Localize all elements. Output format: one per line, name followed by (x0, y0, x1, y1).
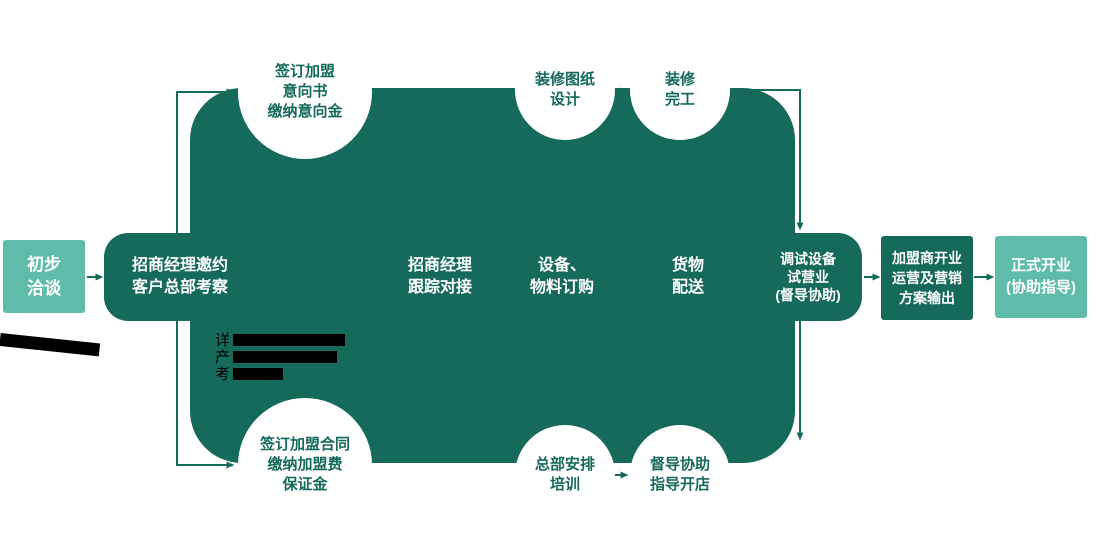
redaction-bar (233, 333, 346, 346)
step-line: 配送 (671, 279, 705, 296)
circle-line: 签订加盟 (274, 63, 335, 80)
end-box-line: 加盟商开业 (892, 250, 962, 266)
circle-line: 装修 (664, 71, 695, 88)
end-box-line: 方案输出 (899, 290, 955, 306)
end-box-line: 运营及营销 (892, 270, 962, 286)
end-box-official-opening: 正式开业 (协助指导) (995, 236, 1087, 318)
step-delivery-label: 货物 配送 (672, 255, 704, 299)
step-line: 设备、 (537, 257, 587, 274)
circle-line: 完工 (664, 91, 695, 108)
step-line: 调试设备 (779, 251, 836, 267)
circle-line: 培训 (549, 476, 580, 493)
redaction-bar (233, 350, 338, 363)
circle-line: 装修图纸 (534, 71, 595, 88)
redacted-note: 详 产 考 (215, 331, 346, 383)
circle-line: 签订加盟合同 (259, 436, 350, 453)
circle-design: 装修图纸 设计 (515, 40, 615, 140)
note-char: 产 (215, 349, 231, 366)
redaction-blob (0, 333, 101, 357)
note-char: 考 (215, 366, 231, 383)
step-follow-label: 招商经理 跟踪对接 (408, 255, 472, 299)
redacted-note-row: 详 (215, 331, 346, 349)
end-box-line: 正式开业 (1010, 257, 1071, 274)
start-box-initial-talk: 初步 洽谈 (3, 240, 85, 313)
circle-line: 缴纳意向金 (267, 103, 343, 120)
step-line: 招商经理 (407, 257, 473, 274)
circle-line: 保证金 (282, 476, 328, 493)
circle-sign-intent: 签订加盟 意向书 缴纳意向金 (238, 25, 372, 159)
circle-line: 意向书 (282, 83, 328, 100)
step-equipment-label: 设备、 物料订购 (530, 255, 594, 299)
redacted-note-row: 产 (215, 348, 345, 366)
circle-hq-training: 总部安排 培训 (515, 425, 615, 525)
step-line: 招商经理邀约 (131, 257, 229, 274)
redacted-note-row: 考 (215, 365, 345, 383)
circle-line: 设计 (549, 91, 580, 108)
step-line: 跟踪对接 (407, 279, 473, 296)
start-box-line: 初步 (27, 254, 61, 274)
step-line: 试营业 (786, 269, 829, 285)
step-line: 物料订购 (529, 279, 595, 296)
circle-line: 缴纳加盟费 (267, 456, 343, 473)
circle-line: 总部安排 (534, 456, 595, 473)
circle-sign-contract: 签订加盟合同 缴纳加盟费 保证金 (238, 398, 372, 532)
start-box-line: 洽谈 (27, 278, 61, 298)
step-line: 货物 (671, 257, 705, 274)
circle-line: 督导协助 (649, 456, 710, 473)
circle-line: 指导开店 (649, 476, 710, 493)
note-char: 详 (215, 332, 231, 349)
circle-renovation-done: 装修 完工 (630, 40, 730, 140)
end-box-line: (协助指导) (1006, 279, 1076, 296)
end-box-operations: 加盟商开业 运营及营销 方案输出 (881, 236, 973, 320)
circle-opening-support: 督导协助 指导开店 (630, 425, 730, 525)
step-invite-label: 招商经理邀约 客户总部考察 (132, 255, 228, 299)
redaction-bar (233, 367, 284, 380)
step-trial-label: 调试设备 试营业 (督导协助) (775, 250, 840, 304)
step-line: 客户总部考察 (131, 279, 229, 296)
step-line: (督导协助) (775, 287, 841, 303)
